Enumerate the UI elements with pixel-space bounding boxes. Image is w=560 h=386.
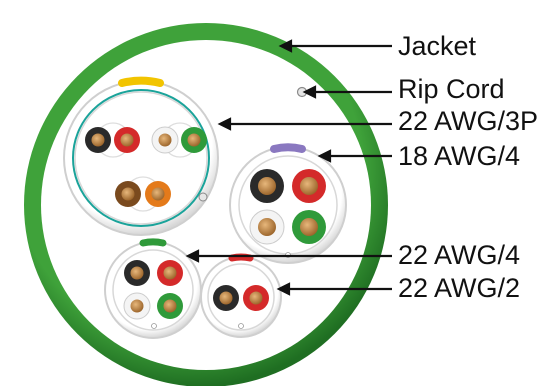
arrow-22-2-icon [276, 282, 291, 296]
drain-wire-icon [238, 323, 244, 329]
subcable-inner [112, 249, 194, 331]
arrow-rip-cord-icon [302, 85, 317, 99]
copper-core [187, 133, 201, 147]
label-22awg-2: 22 AWG/2 [398, 273, 520, 303]
shield-foil [72, 89, 210, 227]
subcable-inner [238, 155, 338, 255]
label-22awg-3p: 22 AWG/3P [398, 106, 538, 136]
copper-core [249, 291, 263, 305]
copper-core [258, 177, 276, 195]
label-22awg-4: 22 AWG/4 [398, 240, 520, 270]
drain-wire-icon [198, 192, 208, 202]
copper-core [300, 218, 318, 236]
copper-core [121, 187, 135, 201]
leader-lines [185, 39, 392, 296]
label-rip-cord: Rip Cord [398, 74, 505, 104]
stripe-red [228, 253, 254, 262]
copper-core [120, 133, 134, 147]
drain-wire-icon [151, 323, 157, 329]
stripe-purple [270, 143, 306, 153]
label-18awg-4: 18 AWG/4 [398, 141, 520, 171]
subcable-22awg-2 [200, 253, 282, 338]
subcable-inner [74, 91, 208, 225]
arrow-jacket-icon [278, 39, 293, 53]
subcable-22awg-4 [104, 238, 202, 339]
arrow-3p-icon [217, 117, 232, 131]
subcable-inner [207, 263, 275, 331]
arrow-18-4-icon [317, 149, 332, 163]
copper-core [91, 133, 105, 147]
copper-core [158, 133, 172, 147]
subcable-22awg-3p [63, 76, 219, 236]
copper-core [130, 299, 144, 313]
copper-core [258, 218, 276, 236]
stripe-green [139, 238, 167, 247]
stripe-yellow [118, 76, 164, 87]
copper-core [151, 187, 165, 201]
copper-core [219, 291, 233, 305]
label-jacket: Jacket [398, 31, 477, 61]
copper-core [163, 266, 177, 280]
copper-core [300, 177, 318, 195]
subcable-18awg-4 [229, 143, 347, 264]
arrow-22-4-icon [185, 249, 200, 263]
copper-core [163, 299, 177, 313]
copper-core [130, 266, 144, 280]
